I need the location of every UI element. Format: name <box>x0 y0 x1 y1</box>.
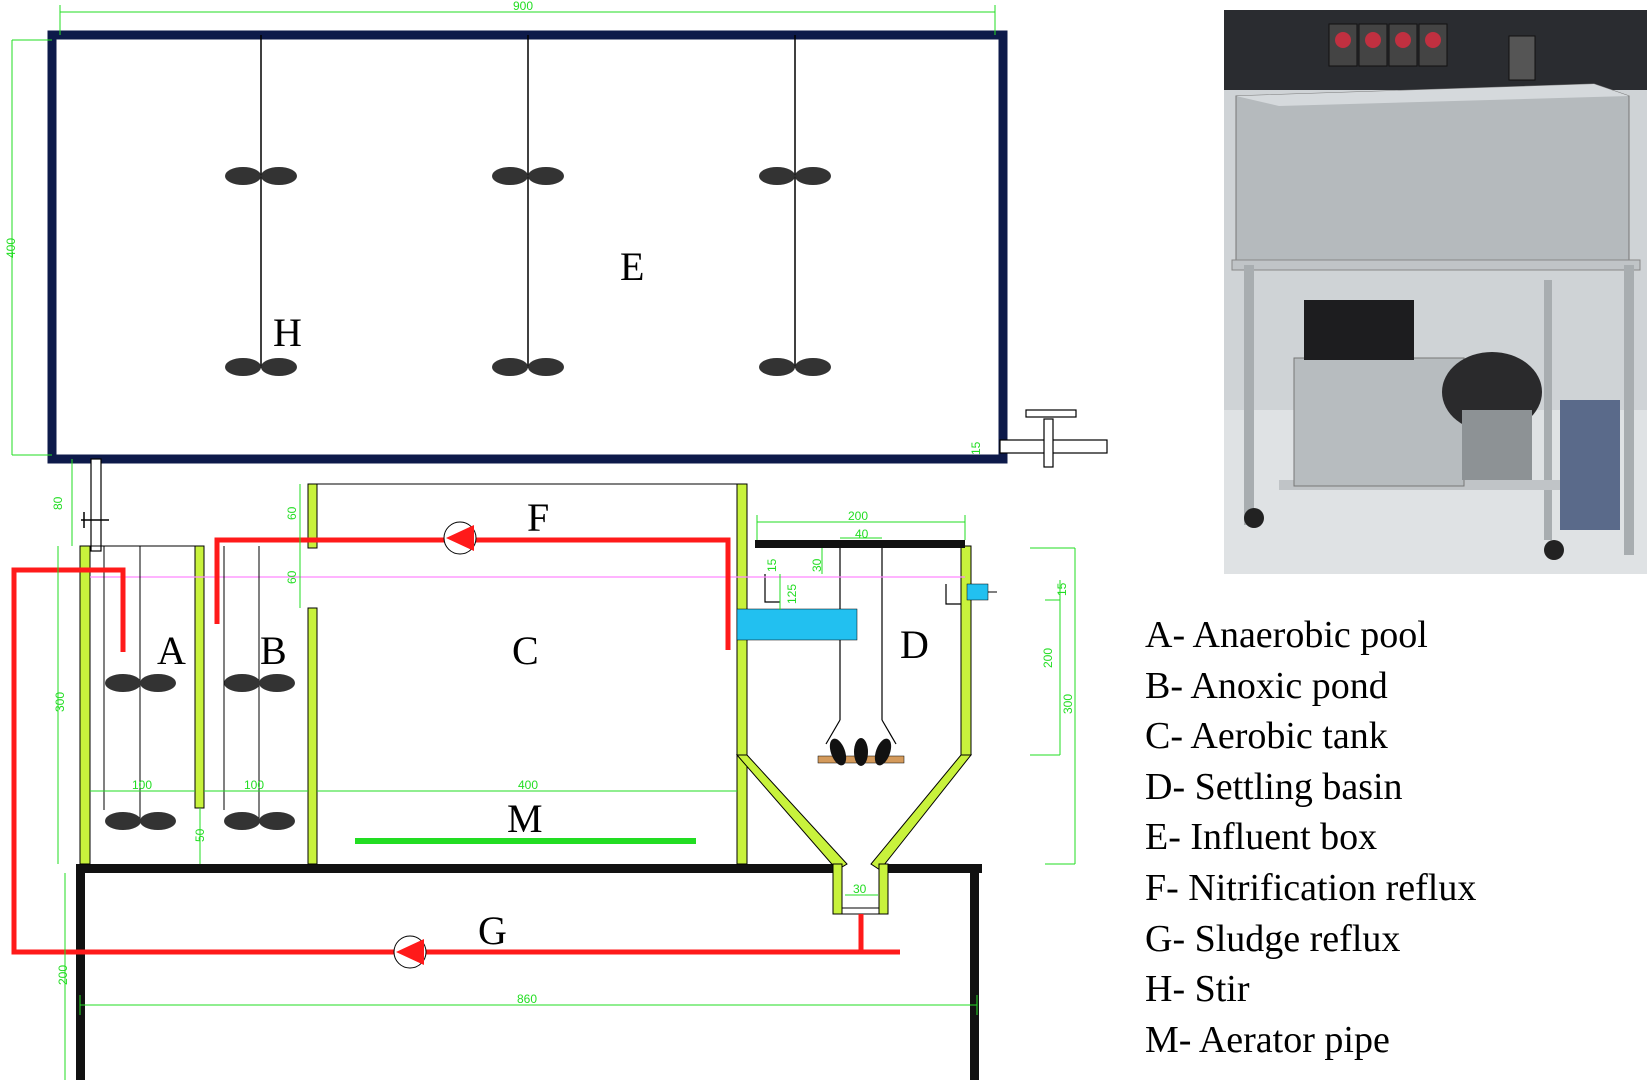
dim-base-860: 860 <box>517 992 537 1006</box>
label-A: A <box>157 628 186 673</box>
dim-left-60b: 60 <box>285 570 299 584</box>
impeller-icon <box>492 358 564 376</box>
legend-item-F: F- Nitrification reflux <box>1145 866 1477 909</box>
legend-item-C: C- Aerobic tank <box>1145 715 1388 758</box>
dim-settler-40: 40 <box>855 527 869 541</box>
legend-item-G: G- Sludge reflux <box>1145 917 1401 960</box>
label-H: H <box>273 310 302 355</box>
dim-width-C: 400 <box>518 778 538 792</box>
label-M: M <box>507 796 543 841</box>
nitrification-reflux-pipe <box>214 537 731 650</box>
impeller-icon <box>105 812 176 830</box>
label-G: G <box>478 908 507 953</box>
sludge-reflux-pipe <box>11 567 900 955</box>
legend: A- Anaerobic pool B- Anoxic pond C- Aero… <box>1145 610 1476 1065</box>
dim-settler-30: 30 <box>810 558 824 572</box>
legend-item-E: E- Influent box <box>1145 816 1378 859</box>
impeller-icon <box>224 674 295 692</box>
dim-top-width: 900 <box>513 0 533 13</box>
label-D: D <box>900 622 929 667</box>
reactor-photo <box>1224 10 1647 574</box>
tank-walls <box>79 483 972 865</box>
outlet-valve <box>999 409 1108 468</box>
effluent-outlet <box>966 583 989 601</box>
impeller-icon <box>759 358 831 376</box>
legend-item-B: B- Anoxic pond <box>1145 664 1388 707</box>
dim-left-80: 80 <box>51 496 65 510</box>
legend-item-H: H- Stir <box>1145 968 1250 1011</box>
legend-item-D: D- Settling basin <box>1145 765 1403 808</box>
dim-width-B: 100 <box>244 778 264 792</box>
dim-hopper-30: 30 <box>853 882 867 896</box>
impeller-icon <box>492 167 564 185</box>
impeller-icon <box>225 167 297 185</box>
dim-right-15: 15 <box>1055 582 1069 596</box>
diffuser-icon <box>829 738 892 766</box>
dim-settler-15: 15 <box>765 558 779 572</box>
dim-settler-200: 200 <box>848 509 868 523</box>
settling-hopper <box>735 754 973 915</box>
pump-icon <box>393 935 427 969</box>
impeller-icon <box>224 812 295 830</box>
dim-baffle-50: 50 <box>193 828 207 842</box>
dim-top-height: 400 <box>4 238 18 258</box>
impeller-icon <box>105 674 176 692</box>
dim-pipe-15: 15 <box>969 441 983 455</box>
dim-width-A: 100 <box>132 778 152 792</box>
overflow-pipe <box>736 608 858 641</box>
label-B: B <box>260 628 287 673</box>
aerator-pipe <box>355 838 696 844</box>
pump-icon <box>443 521 477 555</box>
label-C: C <box>512 628 539 673</box>
dim-right-200: 200 <box>1041 648 1055 668</box>
dimension-lines-lower <box>57 459 1076 1080</box>
legend-item-M: M- Aerator pipe <box>1145 1018 1390 1061</box>
dim-tank-300: 300 <box>53 692 67 712</box>
dim-left-60a: 60 <box>285 506 299 520</box>
influent-box <box>47 30 1108 552</box>
label-F: F <box>527 495 549 540</box>
dim-settler-125: 125 <box>785 584 799 604</box>
legend-item-A: A- Anaerobic pool <box>1145 614 1428 656</box>
controller-icon <box>1328 23 1536 81</box>
support-stand <box>76 864 982 1080</box>
impeller-icon <box>759 167 831 185</box>
settler-top-bar <box>755 540 965 548</box>
dim-stand-200: 200 <box>56 965 70 985</box>
label-E: E <box>620 244 644 289</box>
impeller-icon <box>225 358 297 376</box>
dimension-lines-top <box>11 5 996 456</box>
dim-right-300: 300 <box>1061 694 1075 714</box>
